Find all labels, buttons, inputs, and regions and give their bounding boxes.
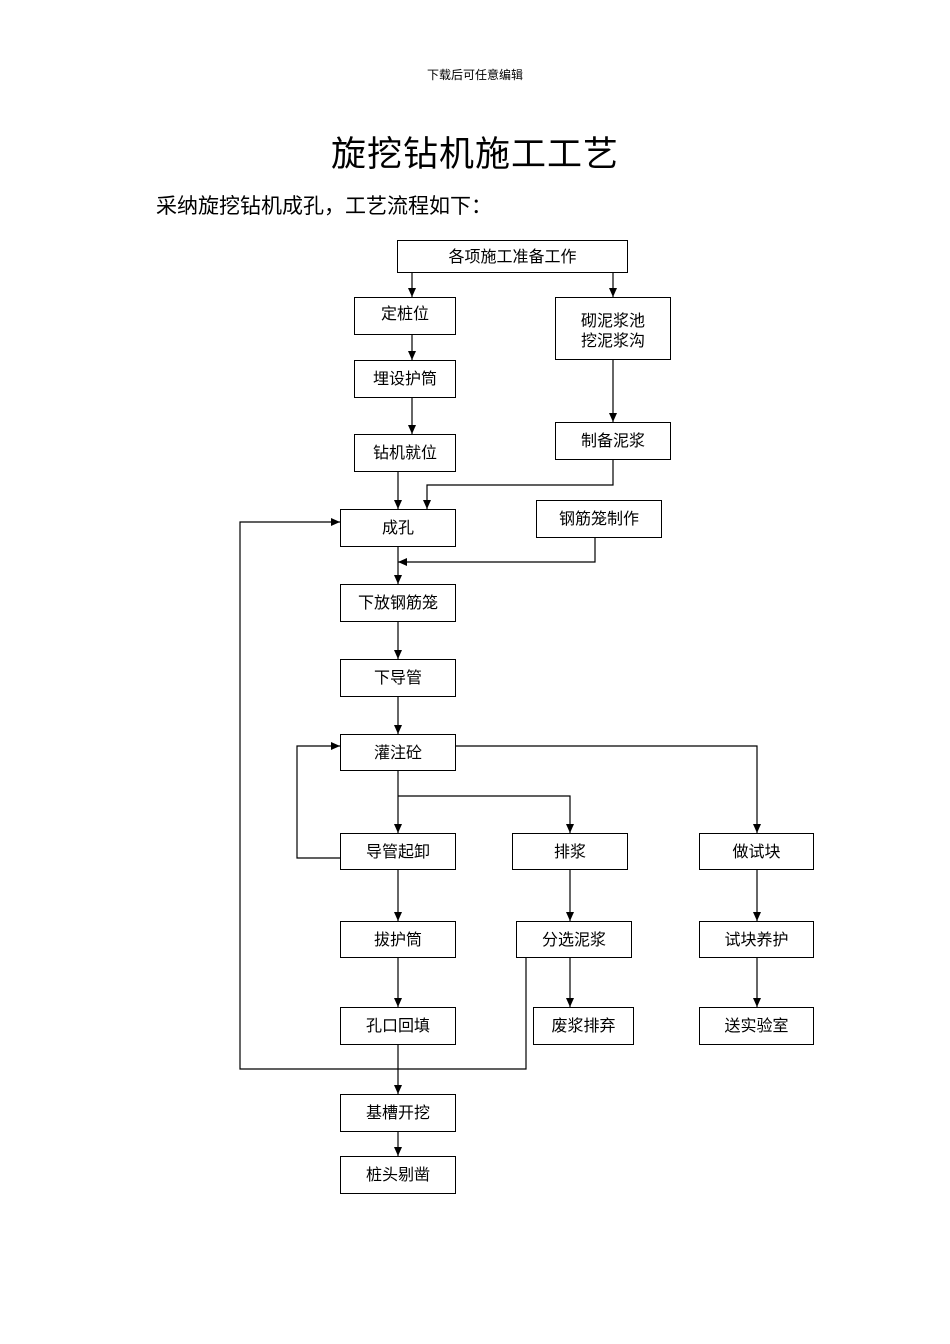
step-chisel-pile-head: 桩头剔凿 [340,1156,456,1194]
document-title: 旋挖钻机施工工艺 [330,135,619,175]
step-lower-pipe: 下导管 [340,659,456,697]
step-prep: 各项施工准备工作 [397,240,628,273]
arrow-lift-pipe-loop [296,742,340,859]
step-pile-position: 定桩位 [354,297,456,335]
step-excavate-trench: 基槽开挖 [340,1094,456,1132]
step-drill-in-place: 钻机就位 [354,434,456,472]
arrow-pour-to-discharge [398,795,574,833]
header-note: 下载后可任意编辑 [426,68,523,82]
mud-pit-line-2: 挖泥浆沟 [580,331,645,350]
step-lift-pipe: 导管起卸 [340,833,456,870]
step-backfill: 孔口回填 [340,1007,456,1045]
step-waste-mud: 废浆排弃 [533,1007,634,1045]
step-mud-pit: 砌泥浆池 挖泥浆沟 [555,297,671,360]
arrow-pour-to-test-block [455,745,761,833]
intro-text: 采纳旋挖钻机成孔，工艺流程如下： [156,194,492,218]
step-lower-cage: 下放钢筋笼 [340,584,456,622]
step-pull-casing: 拔护筒 [340,921,456,958]
arrow-make-mud-to-form-hole [423,460,614,509]
arrow-cage-make-join [398,538,596,566]
step-pour-concrete: 灌注砼 [340,734,456,771]
step-discharge-mud: 排浆 [512,833,628,870]
step-make-mud: 制备泥浆 [555,422,671,460]
mud-pit-line-1: 砌泥浆池 [580,311,645,330]
arrow-sort-mud-loop-to-form-hole [239,518,527,1070]
step-to-lab: 送实验室 [699,1007,814,1045]
step-make-test-block: 做试块 [699,833,814,870]
step-bury-casing: 埋设护筒 [354,360,456,398]
step-cage-make: 钢筋笼制作 [536,500,662,538]
step-form-hole: 成孔 [340,509,456,547]
step-cure-test-block: 试块养护 [699,921,814,958]
step-sort-mud: 分选泥浆 [516,921,632,958]
